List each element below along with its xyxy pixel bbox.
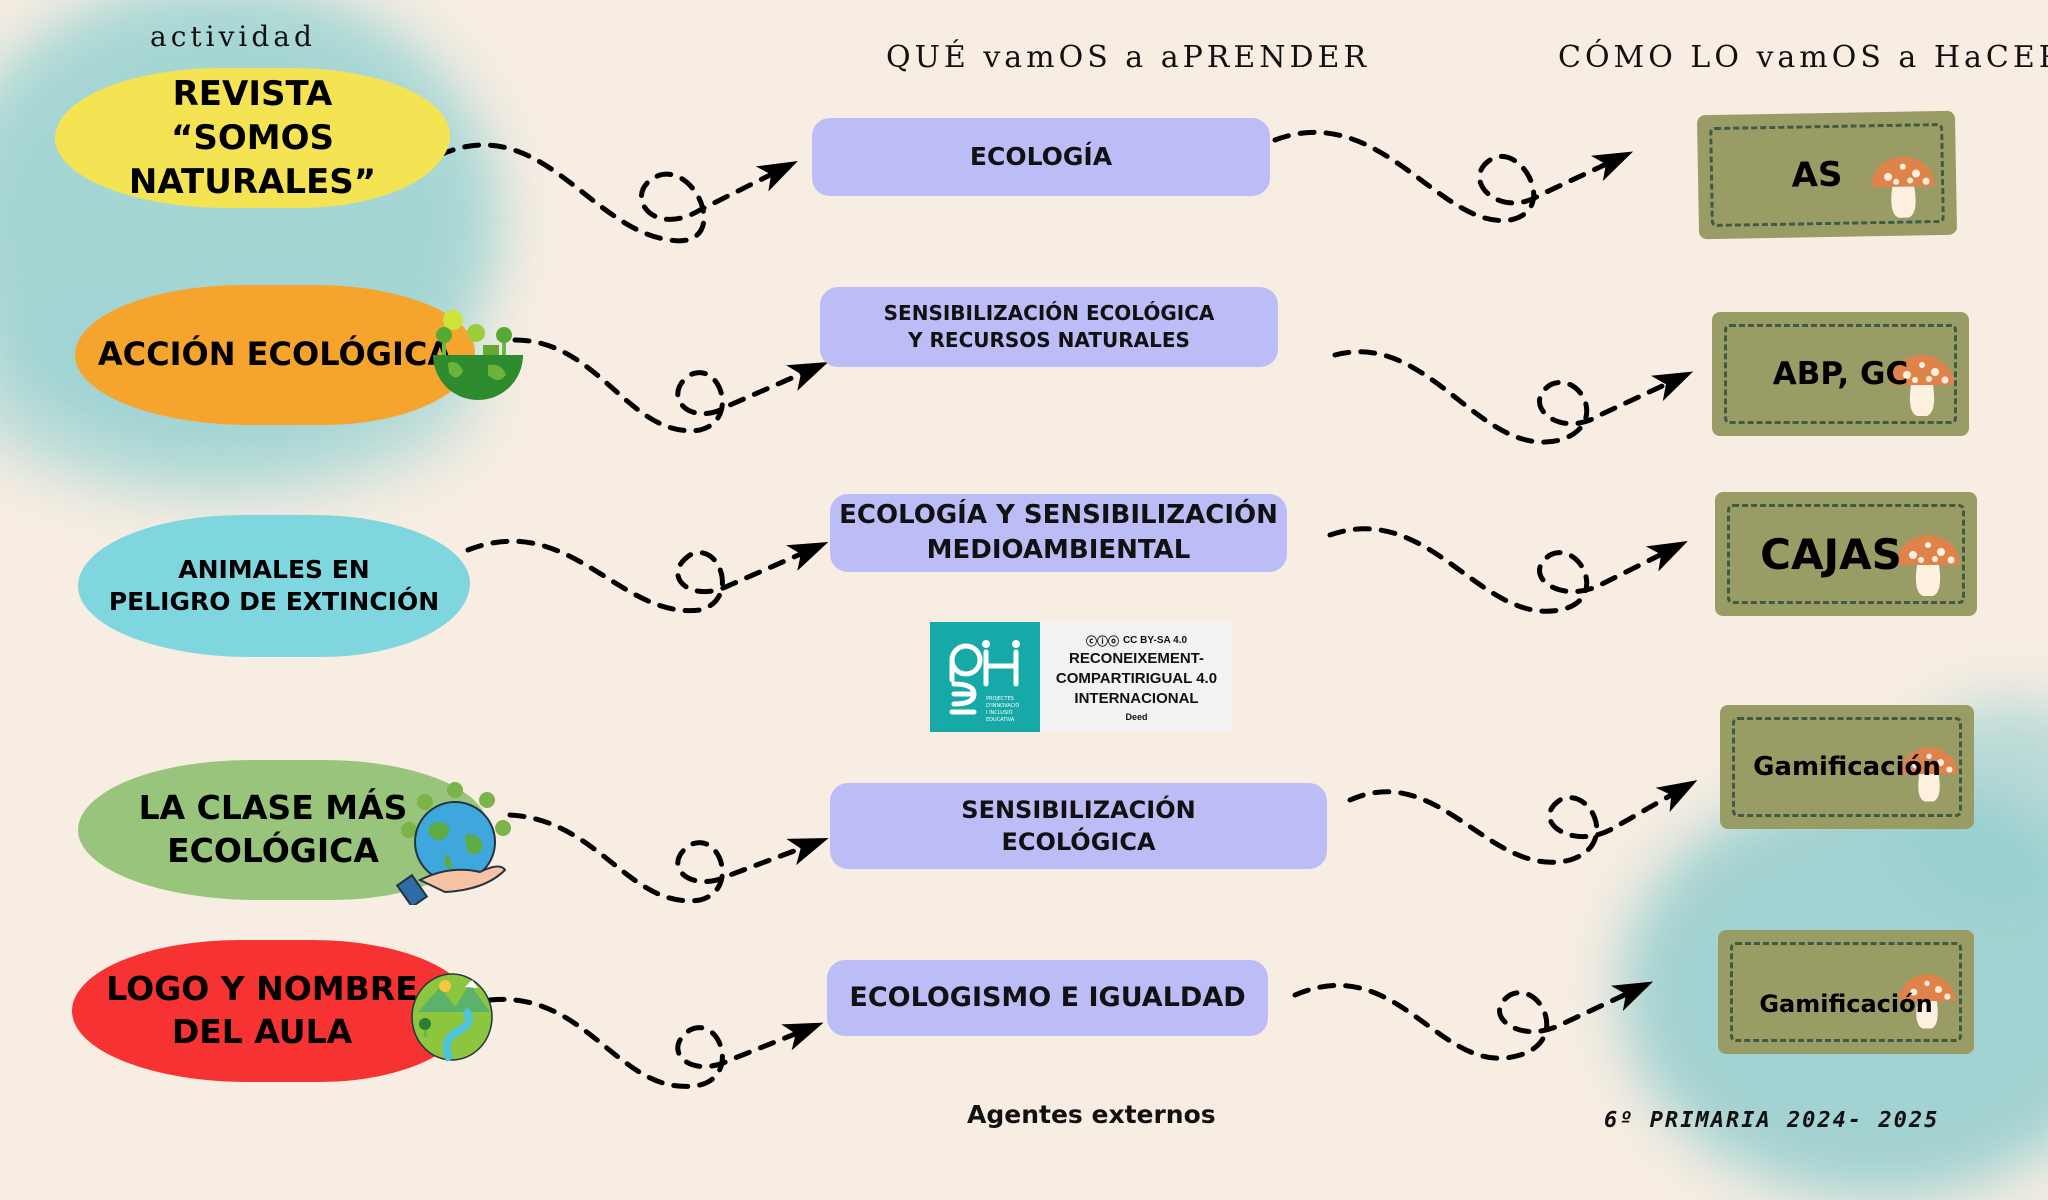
mushroom-icon xyxy=(1900,747,1958,802)
how-abp-gc[interactable]: ABP, GC xyxy=(1712,312,1969,436)
how-cajas[interactable]: CAJAS xyxy=(1715,492,1977,616)
header-que-vamos-a-aprender: QUÉ vamOS a aPRENDER xyxy=(886,40,1371,75)
license-text: ⓒⓘⓞ CC BY-SA 4.0 RECONEIXEMENT- COMPARTI… xyxy=(1040,622,1233,732)
how-as[interactable]: AS xyxy=(1696,110,1958,240)
license-title-3: INTERNACIONAL xyxy=(1074,689,1199,707)
arrow-5b xyxy=(1292,981,1654,1061)
landscape-icon xyxy=(411,973,493,1062)
flow-arrows xyxy=(437,130,1698,1089)
header-actividad: actividad xyxy=(150,20,316,53)
eco-earth-icon xyxy=(433,310,523,400)
license-title-1: RECONEIXEMENT- xyxy=(1068,649,1204,667)
learn-ecologismo-igualdad[interactable]: ECOLOGISMO E IGUALDAD xyxy=(827,960,1268,1036)
footer-course: 6º PRIMARIA 2024- 2025 xyxy=(1604,1108,1940,1133)
activity-logo-aula[interactable]: LOGO Y NOMBRE DEL AULA xyxy=(72,940,472,1082)
learn-sensibilizacion-recursos[interactable]: SENSIBILIZACIÓN ECOLÓGICA Y RECURSOS NAT… xyxy=(820,287,1278,367)
learn-sensibilizacion-ecologica[interactable]: SENSIBILIZACIÓN ECOLÓGICA xyxy=(830,783,1327,869)
arrow-3a xyxy=(465,538,829,614)
arrow-5a xyxy=(487,996,824,1089)
mushroom-icon xyxy=(1896,535,1960,596)
learn-ecologia[interactable]: ECOLOGÍA xyxy=(812,118,1270,196)
mushroom-icon xyxy=(1898,974,1956,1029)
arrow-2b xyxy=(1332,349,1694,445)
arrow-2a xyxy=(512,337,829,434)
how-label: Gamificación xyxy=(1759,990,1933,1018)
activity-animales[interactable]: ANIMALES EN PELIGRO DE EXTINCIÓN xyxy=(78,515,470,657)
how-label: ABP, GC xyxy=(1772,356,1909,392)
svg-text:EDUCATIVA: EDUCATIVA xyxy=(986,717,1015,723)
license-badge[interactable]: PROJECTES D'INNOVACIÓ I INCLUSIÓ EDUCATI… xyxy=(930,622,1233,732)
header-como-lo-vamos-a-hacer: CÓMO LO vamOS a HaCER xyxy=(1558,40,2048,75)
svg-text:D'INNOVACIÓ: D'INNOVACIÓ xyxy=(986,702,1019,709)
license-deed[interactable]: Deed xyxy=(1125,711,1148,722)
activity-accion-ecologica[interactable]: ACCIÓN ECOLÓGICA xyxy=(75,285,475,425)
how-label: CAJAS xyxy=(1760,529,1902,579)
how-gamificacion-2[interactable]: Gamificación xyxy=(1718,930,1974,1054)
pie-logo-icon: PROJECTES D'INNOVACIÓ I INCLUSIÓ EDUCATI… xyxy=(949,640,1020,723)
license-cc-line: CC BY-SA 4.0 xyxy=(1122,635,1188,646)
how-label: Gamificación xyxy=(1753,752,1941,782)
arrow-4b xyxy=(1347,780,1698,865)
how-gamificacion-1[interactable]: Gamificación xyxy=(1720,705,1974,829)
agentes-externos-label: Agentes externos xyxy=(967,1100,1216,1129)
arrow-4a xyxy=(507,812,829,904)
svg-text:PROJECTES: PROJECTES xyxy=(986,696,1014,702)
how-label: AS xyxy=(1791,154,1843,196)
learn-ecologia-medioambiental[interactable]: ECOLOGÍA Y SENSIBILIZACIÓN MEDIOAMBIENTA… xyxy=(830,494,1287,572)
mushroom-icon xyxy=(1871,156,1936,218)
arrow-3b xyxy=(1327,526,1688,614)
svg-text:I INCLUSIÓ: I INCLUSIÓ xyxy=(986,709,1013,716)
activity-revista[interactable]: REVISTA “SOMOS NATURALES” xyxy=(55,68,450,208)
arrow-1b xyxy=(1272,130,1634,223)
cc-icons: ⓒⓘⓞ xyxy=(1085,635,1119,648)
globe-in-hand-icon xyxy=(395,782,511,905)
pie-logo: PROJECTES D'INNOVACIÓ I INCLUSIÓ EDUCATI… xyxy=(930,622,1040,732)
mushroom-icon xyxy=(1890,355,1954,416)
license-title-2: COMPARTIRIGUAL 4.0 xyxy=(1055,669,1218,687)
arrow-1a xyxy=(437,142,798,244)
